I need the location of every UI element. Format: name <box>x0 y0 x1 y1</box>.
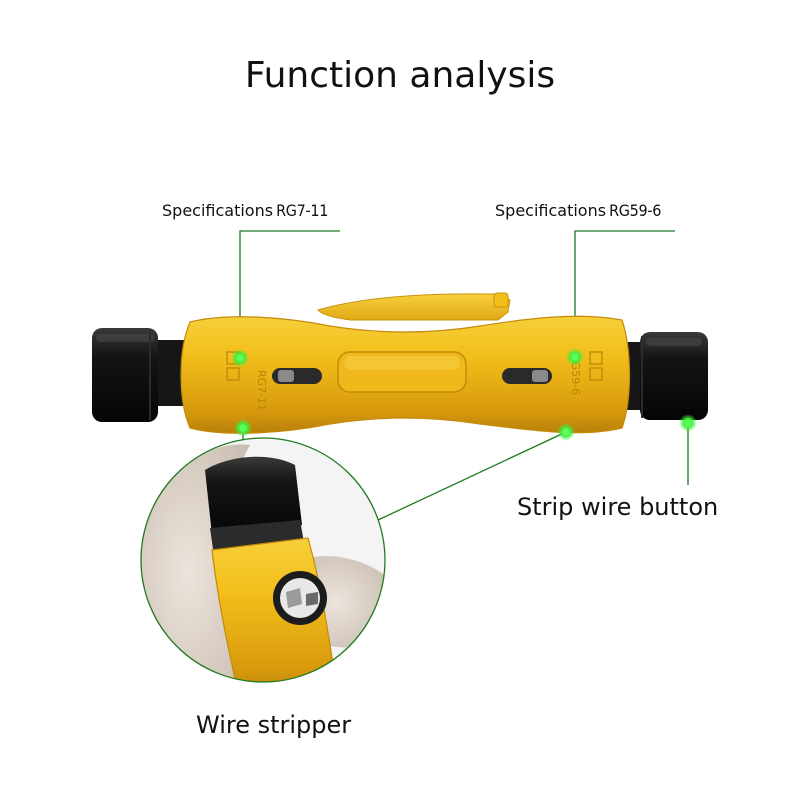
wire-stripper-label: Wire stripper <box>196 711 352 739</box>
detail-inset <box>140 437 386 683</box>
tool-marking-left: RG7-11 <box>255 370 268 411</box>
spec-label-text: Specifications <box>495 201 607 220</box>
strip-wire-button-label: Strip wire button <box>517 493 719 521</box>
spec-code: RG7-11 <box>276 201 329 220</box>
spec-label-text: Specifications <box>162 201 274 220</box>
pocket-clip <box>317 292 511 321</box>
tool-body: RG7-11 RG59-6 <box>180 315 631 434</box>
callout-line-spec-right <box>574 230 675 357</box>
callout-dots <box>231 348 697 441</box>
spec-code: RG59-6 <box>609 201 662 220</box>
left-end-cap <box>92 328 190 422</box>
page-title: Function analysis <box>244 55 556 96</box>
callout-line-spec-left <box>239 230 340 358</box>
callout-line-wire-stripper <box>377 431 567 521</box>
